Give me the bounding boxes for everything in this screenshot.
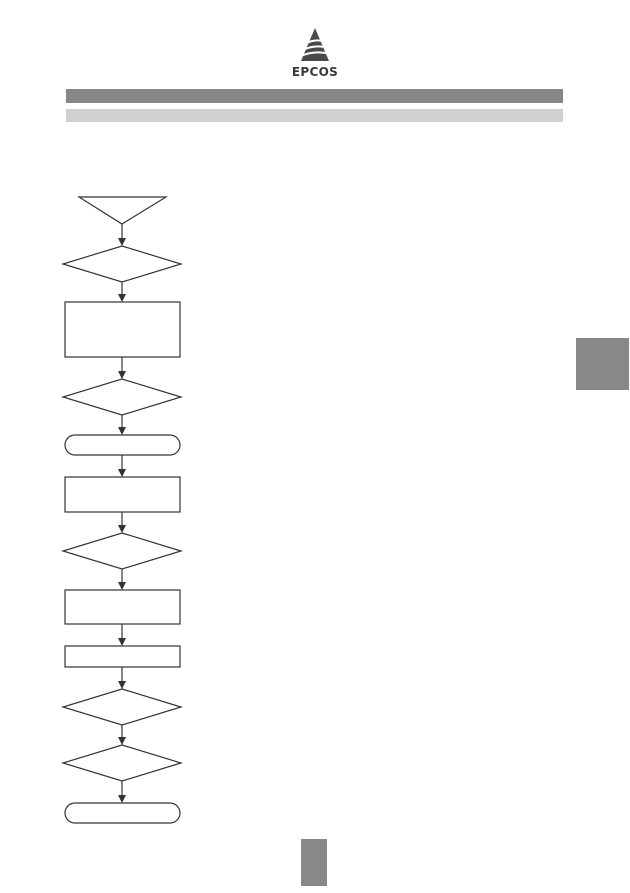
flowchart-process-2 — [64, 476, 181, 513]
connector-arrowhead-icon — [118, 681, 126, 689]
logo-text: EPCOS — [291, 65, 339, 79]
header-band-light — [66, 109, 563, 122]
section-tab-marker — [576, 338, 629, 390]
connector-arrowhead-icon — [118, 371, 126, 379]
flowchart-decision-1 — [60, 245, 184, 283]
header-band-dark — [66, 89, 563, 103]
flowchart-decision-3 — [60, 532, 184, 570]
flowchart-decision-2 — [60, 378, 184, 416]
flowchart-decision-4 — [60, 688, 184, 726]
connector-arrowhead-icon — [118, 427, 126, 435]
epcos-logo: EPCOS — [282, 27, 348, 81]
page-number-tab — [301, 839, 327, 886]
flowchart-process-3 — [64, 589, 181, 625]
connector-arrowhead-icon — [118, 525, 126, 533]
connector-arrowhead-icon — [118, 469, 126, 477]
connector-arrowhead-icon — [118, 737, 126, 745]
connector-arrowhead-icon — [118, 582, 126, 590]
flowchart-process-1 — [64, 301, 181, 358]
flowchart-process-4 — [64, 645, 181, 668]
flowchart-decision-5 — [60, 744, 184, 782]
flowchart-terminal-1 — [64, 434, 181, 456]
connector-arrowhead-icon — [118, 238, 126, 246]
flowchart-terminal-end — [64, 802, 181, 824]
flowchart-start-triangle — [76, 196, 169, 225]
flowchart-connectors — [118, 224, 126, 803]
connector-arrowhead-icon — [118, 294, 126, 302]
connector-arrowhead-icon — [118, 795, 126, 803]
epcos-triangle-logo-icon — [300, 28, 330, 61]
connector-arrowhead-icon — [118, 638, 126, 646]
